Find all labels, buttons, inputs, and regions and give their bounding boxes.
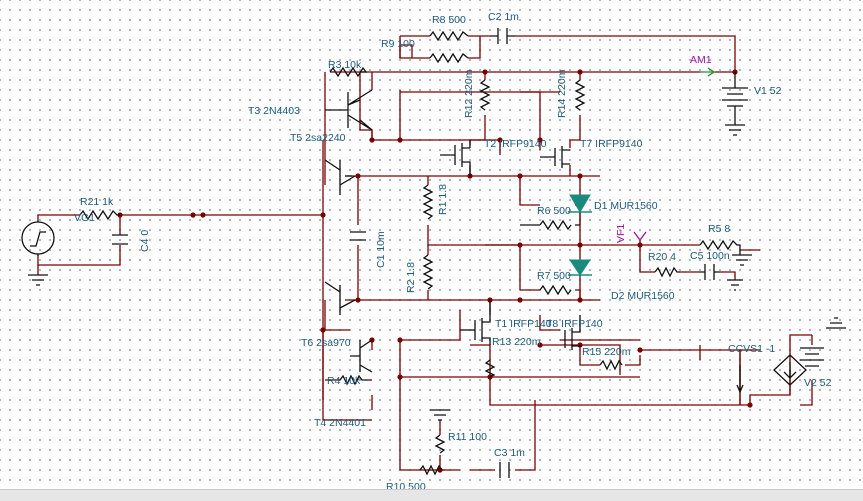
label-am1: AM1 [690,54,712,66]
label-ccvs1: CCVS1 -1 [728,343,775,355]
r11-ground-symbol [430,409,450,421]
c4-capacitor-symbol [112,234,128,245]
t7-mosfet-symbol [540,146,570,168]
label-v1: V1 52 [754,85,782,97]
r11-resistor-symbol [434,434,446,454]
r6-resistor-symbol [539,219,572,231]
label-r9: R9 100 [381,38,415,50]
c1-capacitor-symbol [350,231,366,241]
r1-resistor-symbol [422,184,434,220]
schematic-svg[interactable]: R8 500 C2 1m R9 100 AM1 V1 52 R3 10k T3 … [0,0,863,489]
r3-resistor-symbol [329,66,368,78]
label-r10: R10 500 [386,481,426,489]
t2-mosfet-symbol [440,140,471,176]
components [21,28,846,478]
r15-resistor-symbol [599,359,623,371]
vg1-ground-symbol [28,274,48,286]
label-t4: T4 2N4401 [314,417,366,429]
label-r21: R21 1k [80,196,114,208]
label-vf1: VF1 [615,224,627,243]
v1-battery-symbol [722,72,748,125]
t1-mosfet-symbol [474,300,491,345]
label-r11: R11 100 [448,431,487,443]
label-c1: C1 10m [375,231,387,268]
label-t3: T3 2N4403 [248,105,300,117]
label-r20: R20 4 [648,251,676,263]
junction-dots [117,69,753,473]
label-r7: R7 500 [537,270,571,282]
r8-resistor-symbol [429,30,469,42]
r7-resistor-symbol [539,284,572,296]
ccvs1-source-symbol [773,354,807,386]
am1-ammeter-symbol [700,67,716,77]
label-c4: C4 0 [139,230,151,252]
r9-resistor-symbol [429,52,469,64]
label-r1: R1 1.8 [437,184,449,215]
t4-transistor-symbol [350,339,373,373]
labels: R8 500 C2 1m R9 100 AM1 V1 52 R3 10k T3 … [74,11,832,489]
v2-ground-symbol [826,317,846,329]
r4-resistor-symbol [339,374,368,386]
label-t8: T8 IRFP140 [546,318,603,330]
v1-ground-symbol [725,124,745,136]
label-r8: R8 500 [432,14,466,26]
c2-capacitor-symbol [490,28,515,44]
label-r4: R4 10k [327,375,361,387]
label-r3: R3 10k [328,59,362,71]
label-t7: T7 IRFP9140 [580,138,643,150]
label-t1: T1 IRFP140 [495,318,552,330]
t8-mosfet-symbol [564,315,581,350]
label-r14: R14 220m [556,69,568,118]
label-d1: D1 MUR1560 [594,200,658,212]
diodes [568,194,592,276]
v2-battery-symbol [800,347,824,367]
label-c2: C2 1m [488,11,519,23]
t6-transistor-symbol [324,281,356,315]
status-strip [0,489,863,501]
label-r5: R5 8 [708,223,730,235]
r10-resistor-symbol [419,464,443,476]
label-c5: C5 100n [690,250,730,262]
label-t5: T5 2sa2240 [290,132,346,144]
label-v2: V2 52 [804,377,832,389]
label-d2: D2 MUR1560 [611,290,675,302]
ccvs1-sense-arrow [736,365,744,394]
c3-capacitor-symbol [499,462,510,478]
d2-diode-symbol [569,259,591,276]
r21-resistor-symbol [79,209,120,221]
r2-resistor-symbol [422,254,434,290]
label-r15: R15 220m [582,346,631,358]
r5-resistor-symbol [699,239,741,255]
label-r2: R2 1.8 [405,262,417,293]
c5-ground-symbol [727,279,743,291]
label-c3: C3 1m [494,447,525,459]
label-r6: R6 500 [537,205,571,217]
label-t6: T6 2sa970 [301,337,351,349]
r14-resistor-symbol [574,79,586,111]
schematic-canvas[interactable]: R8 500 C2 1m R9 100 AM1 V1 52 R3 10k T3 … [0,0,863,489]
vf1-probe-symbol [633,231,647,241]
label-t2: T2 IRFP9140 [484,138,547,150]
r13-resistor-symbol [484,359,496,378]
r20-resistor-symbol [654,266,680,278]
c5-capacitor-symbol [700,264,720,280]
t5-transistor-symbol [324,159,356,195]
r5-ground-symbol [732,254,752,266]
label-r12: R12 220m [463,69,475,118]
d1-diode-symbol [569,194,591,213]
label-r13: R13 220m [492,336,541,348]
r12-resistor-symbol [479,79,491,111]
t3-transistor-symbol [325,89,373,131]
label-vg1: VG1 [74,212,95,224]
